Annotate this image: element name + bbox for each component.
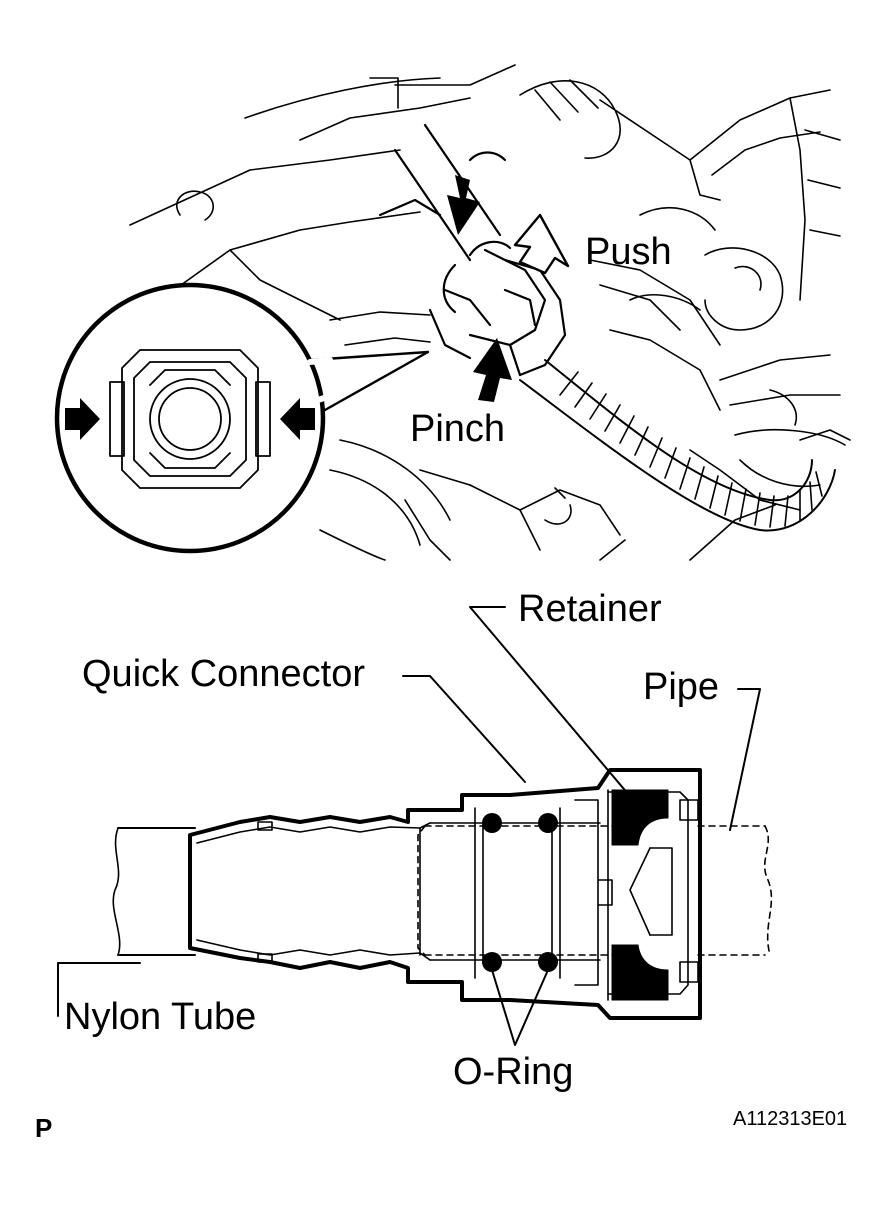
engine-background — [129, 64, 851, 561]
label-push: Push — [585, 231, 672, 273]
label-pipe: Pipe — [643, 666, 720, 708]
retainer-upper — [611, 789, 669, 846]
label-retainer: Retainer — [518, 588, 662, 630]
leader-retainer — [469, 606, 641, 809]
pinch-arrow-upper-icon — [447, 175, 480, 235]
nylon-tube — [112, 827, 196, 956]
pinch-arrow-lower-icon — [473, 338, 512, 402]
o-rings — [482, 813, 558, 972]
leader-o-ring — [491, 969, 549, 1046]
label-nylon-tube: Nylon Tube — [64, 996, 257, 1038]
figure-code: A112313E01 — [733, 1108, 848, 1130]
leader-nylon-tube — [57, 962, 141, 1017]
label-o-ring: O-Ring — [453, 1051, 574, 1093]
quick-connector-body — [188, 768, 702, 1020]
inset-arrow-right-icon — [280, 398, 315, 440]
leader-pipe — [729, 688, 761, 831]
leader-lines — [57, 606, 761, 1046]
label-pinch: Pinch — [410, 408, 506, 450]
retainer-lower — [611, 944, 669, 1001]
corner-letter: P — [35, 1113, 53, 1143]
corrugated-hose — [519, 359, 836, 532]
pipe-dashed — [417, 825, 773, 956]
push-arrow-icon — [513, 213, 570, 275]
leader-quick-connector — [402, 675, 526, 783]
inset-magnifier — [54, 282, 430, 554]
inset-arrow-left-icon — [65, 398, 100, 440]
label-quick-connector: Quick Connector — [82, 653, 366, 695]
